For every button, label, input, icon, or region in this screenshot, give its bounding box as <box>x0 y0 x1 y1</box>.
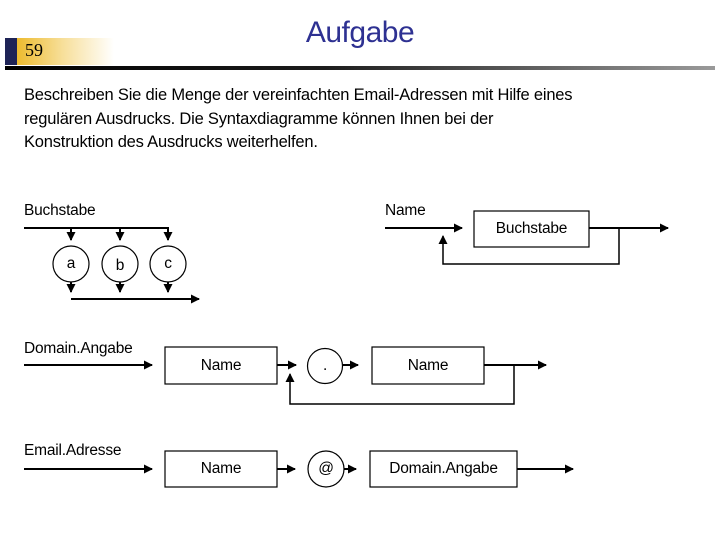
exercise-text: Beschreiben Sie die Menge der vereinfach… <box>24 84 704 155</box>
name-repeat-loop <box>438 228 620 265</box>
diagram-email-adresse <box>24 450 574 488</box>
email-box-domain-angabe <box>369 450 518 488</box>
diagram-name <box>385 210 669 265</box>
name-box-buchstabe <box>473 210 590 248</box>
domain-box2-label: Name <box>407 356 449 374</box>
buchstabe-diagram-title: Buchstabe <box>24 202 96 219</box>
domain-repeat-loop <box>285 365 515 405</box>
email-diagram-title: Email.Adresse <box>24 442 122 459</box>
slide-title: Aufgabe <box>305 16 415 49</box>
domain-box-name-2 <box>371 346 485 385</box>
page-number: 59 <box>25 40 43 60</box>
terminal-circle-dot <box>306 347 344 385</box>
exercise-text-line-3: Konstruktion des Ausdrucks weiterhelfen. <box>24 133 318 151</box>
name-box-buchstabe-label: Buchstabe <box>495 220 568 237</box>
terminal-dot-label: . <box>322 357 328 374</box>
exercise-text-line-2: regulären Ausdrucks. Die Syntaxdiagramme… <box>24 109 494 128</box>
terminal-a-label: a <box>66 255 76 272</box>
domain-box-name-1 <box>164 346 278 385</box>
page-number-tab <box>17 38 119 65</box>
name-diagram-title: Name <box>385 202 426 219</box>
page-tab-accent-bar <box>5 38 17 65</box>
exercise-text-line-1: Beschreiben Sie die Menge der vereinfach… <box>24 86 573 104</box>
diagram-domain-angabe <box>24 346 547 405</box>
header-divider-rule <box>5 66 715 70</box>
email-box1-label: Name <box>200 460 242 477</box>
domain-diagram-title: Domain.Angabe <box>24 340 133 357</box>
terminal-c-label: c <box>164 255 172 272</box>
email-box2-label: Domain.Angabe <box>389 460 498 477</box>
terminal-at-label: @ <box>318 460 334 477</box>
terminal-b-label: b <box>115 257 125 274</box>
diagram-buchstabe <box>24 227 200 304</box>
domain-box1-label: Name <box>200 356 242 374</box>
